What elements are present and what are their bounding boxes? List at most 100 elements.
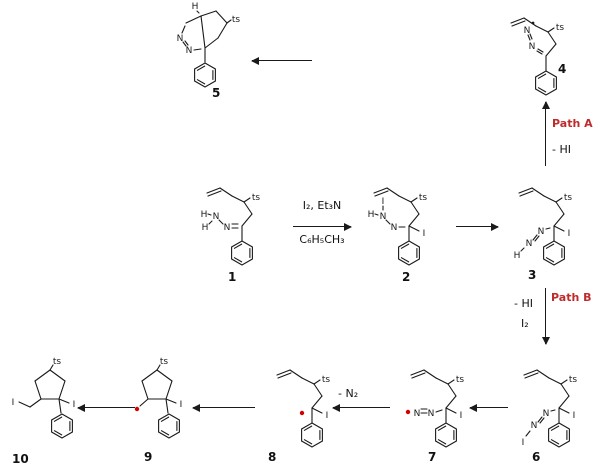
atom-label-N: N [186,46,193,56]
atom-label-H: H [202,223,209,233]
atom-label-ts: ts [232,15,241,25]
compound-2-number: 2 [402,270,411,284]
atom-label-ts: ts [53,357,62,367]
alkyl-chain [518,187,565,227]
atom-label-I: I [568,229,571,239]
atom-label-I: I [460,411,463,421]
radical-dot [134,406,140,412]
reagents-label: I₂, Et₃N [302,199,342,212]
alkyl-chain [410,369,457,409]
phenyl-ring [543,240,565,266]
solvent-label: C₆H₅CH₃ [299,233,345,246]
arrow-6-to-7 [469,404,508,413]
compound-2-bonds [374,205,420,232]
compound-9-number: 9 [144,450,153,464]
arrow-1-to-2 [293,223,352,232]
phenyl-ring [301,422,323,448]
compound-4-number: 4 [558,62,567,76]
compound-8-number: 8 [268,450,277,464]
compound-9-bonds [139,364,177,414]
alkyl-chain [523,369,570,409]
compound-10-structure: ts I I [12,357,76,439]
atom-label-N: N [526,239,533,249]
phenyl-ring [231,240,253,266]
compound-5-bonds [181,10,232,63]
atom-label-ts: ts [322,375,331,385]
compound-9-structure: ts I [134,357,183,439]
radical-dot [299,410,305,416]
compound-1-bonds [207,213,239,229]
atom-label-N: N [428,409,435,419]
atom-label-I: I [180,400,183,410]
phenyl-ring [51,413,73,439]
arrow-path-a-3-to-4 [542,101,551,166]
n2-loss-label: - N₂ [338,387,359,400]
atom-label-ts: ts [556,23,565,33]
atom-label-N: N [538,227,545,237]
arrow-7-to-8 [332,404,390,413]
radical-dot [405,409,411,415]
atom-label-ts: ts [160,357,169,367]
phenyl-ring [158,413,180,439]
compound-4-structure: ts N N [510,17,565,96]
compound-10-bonds [18,364,70,414]
atom-label-ts: ts [569,375,578,385]
arrow-4-to-5 [251,57,312,66]
atom-label-N: N [531,421,538,431]
compound-1-number: 1 [228,270,237,284]
compound-7-number: 7 [428,450,437,464]
atom-label-N: N [414,409,421,419]
compound-10-number: 10 [12,452,29,466]
atom-label-N: N [524,26,531,36]
atom-label-H: H [514,251,521,261]
compound-8-structure: ts I [276,369,331,448]
atom-label-ts: ts [564,193,573,203]
compound-3-structure: ts N N H I [514,187,573,266]
atom-label-I: I [326,411,329,421]
compound-3-bonds [520,225,565,252]
path-b-reagent-label: I₂ [521,317,529,330]
compound-5-structure: H N N ts [177,2,241,88]
atom-label-I: I [522,438,525,448]
atom-label-N: N [380,212,387,222]
atom-label-N: N [213,212,220,222]
atom-label-ts: ts [456,375,465,385]
atom-label-N: N [224,223,231,233]
atom-label-ts: ts [419,193,428,203]
atom-label-N: N [177,34,184,44]
arrow-9-to-10 [77,404,135,413]
atom-label-H: H [201,210,208,220]
atom-label-I: I [573,411,576,421]
arrow-2-to-3 [456,223,499,232]
phenyl-ring [194,62,216,88]
atom-label-N: N [529,42,536,52]
atom-label-N: N [543,409,550,419]
compound-6-number: 6 [532,450,541,464]
compound-8-bonds [311,407,323,414]
path-b-loss-label: - HI [514,297,533,310]
arrow-path-b-3-to-6 [542,288,551,345]
compound-6-structure: ts N N I I [522,369,578,448]
phenyl-ring [435,422,457,448]
atom-label-H: H [368,210,375,220]
arrow-8-to-9 [192,404,255,413]
atom-label-I: I [423,229,426,239]
phenyl-ring [398,240,420,266]
atom-label-H: H [192,2,199,12]
alkyl-chain [276,369,323,409]
path-a-loss-label: - HI [552,143,571,156]
atom-label-I: I [382,197,385,207]
phenyl-ring [548,422,570,448]
compound-7-structure: ts N N I [405,369,465,448]
atom-label-I: I [73,400,76,410]
compound-1-structure: ts N N H H [201,187,261,266]
atom-label-N: N [391,223,398,233]
path-a-label: Path A [552,117,593,130]
compound-3-number: 3 [528,268,537,282]
atom-label-I: I [12,398,15,408]
atom-label-ts: ts [252,193,261,203]
charge-dot [531,21,535,25]
compound-6-bonds [525,407,570,437]
compound-7-bonds [420,407,457,414]
